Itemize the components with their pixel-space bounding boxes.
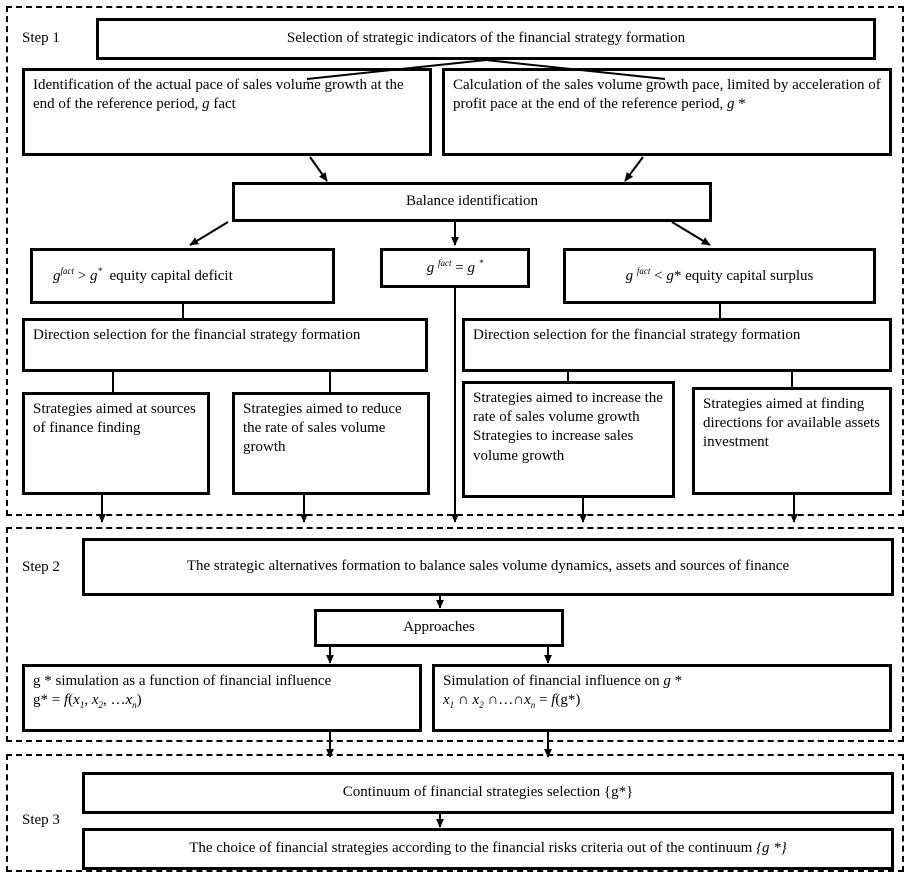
approach-simulation-gstar-line1: g * simulation as a function of financia…: [33, 673, 332, 689]
condition-surplus-box: g fact < g* equity capital surplus: [563, 248, 876, 304]
direction-right-text: Direction selection for the financial st…: [473, 327, 801, 343]
step2-header-box: The strategic alternatives formation to …: [82, 538, 894, 596]
strategy-sources-finance-box: Strategies aimed at sources of finance f…: [22, 392, 210, 495]
strategy-increase-growth-text: Strategies aimed to increase the rate of…: [473, 390, 663, 464]
continuum-box: Continuum of financial strategies select…: [82, 772, 894, 814]
step2-header-text: The strategic alternatives formation to …: [186, 558, 790, 575]
step2-label: Step 2: [22, 559, 60, 575]
balance-identification-box: Balance identification: [232, 182, 712, 222]
condition-surplus-text: g fact < g* equity capital surplus: [625, 265, 814, 284]
step3-frame: [6, 754, 904, 872]
step2-frame: [6, 527, 904, 742]
strategy-assets-investment-box: Strategies aimed at finding directions f…: [692, 387, 892, 495]
condition-balanced-text: g fact = g *: [426, 257, 484, 276]
step3-label: Step 3: [22, 812, 60, 828]
direction-left-text: Direction selection for the financial st…: [33, 327, 361, 343]
continuum-text: Continuum of financial strategies select…: [342, 784, 634, 801]
strategy-sources-finance-text: Strategies aimed at sources of finance f…: [33, 401, 196, 437]
approach-financial-influence-box: Simulation of financial influence on g *…: [432, 664, 892, 732]
approach-financial-influence-line1: Simulation of financial influence on g *: [443, 673, 683, 689]
strategy-assets-investment-text: Strategies aimed at finding directions f…: [703, 396, 881, 451]
balance-identification-text: Balance identification: [405, 193, 539, 210]
left-input-text: Identification of the actual pace of sal…: [33, 77, 404, 113]
step1-label: Step 1: [22, 30, 60, 46]
choice-text: The choice of financial strategies accor…: [189, 840, 787, 857]
right-input-text: Calculation of the sales volume growth p…: [453, 77, 881, 113]
direction-right-box: Direction selection for the financial st…: [462, 318, 892, 372]
approach-simulation-gstar-line2: g* = f(x1, x2, …xn): [33, 692, 142, 711]
approach-financial-influence-line2: x1 ∩ x2 ∩…∩xn = f(g*): [443, 692, 581, 711]
condition-deficit-text: gfact > g* equity capital deficit: [53, 265, 233, 284]
right-input-box: Calculation of the sales volume growth p…: [442, 68, 892, 156]
choice-box: The choice of financial strategies accor…: [82, 828, 894, 870]
approaches-box: Approaches: [314, 609, 564, 647]
condition-balanced-box: g fact = g *: [380, 248, 530, 288]
step1-header-text: Selection of strategic indicators of the…: [286, 30, 686, 47]
approach-simulation-gstar-box: g * simulation as a function of financia…: [22, 664, 422, 732]
strategy-reduce-growth-box: Strategies aimed to reduce the rate of s…: [232, 392, 430, 495]
condition-deficit-box: gfact > g* equity capital deficit: [30, 248, 335, 304]
strategy-reduce-growth-text: Strategies aimed to reduce the rate of s…: [243, 401, 402, 456]
step1-header-box: Selection of strategic indicators of the…: [96, 18, 876, 60]
approaches-text: Approaches: [403, 619, 475, 636]
direction-left-box: Direction selection for the financial st…: [22, 318, 428, 372]
left-input-box: Identification of the actual pace of sal…: [22, 68, 432, 156]
strategy-increase-growth-box: Strategies aimed to increase the rate of…: [462, 381, 675, 498]
